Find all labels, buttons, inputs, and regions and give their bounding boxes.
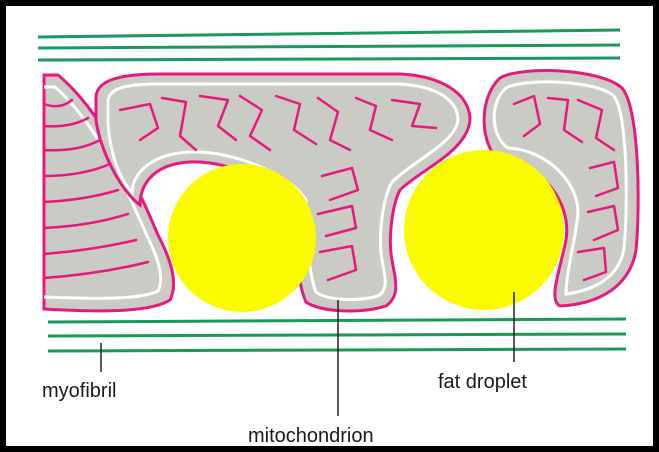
label-fat-droplet: fat droplet [438,371,527,393]
fat-droplet-right [404,150,564,310]
fat-droplet-left [168,164,316,312]
label-mitochondrion: mitochondrion [248,425,374,447]
label-myofibril: myofibril [42,380,116,402]
